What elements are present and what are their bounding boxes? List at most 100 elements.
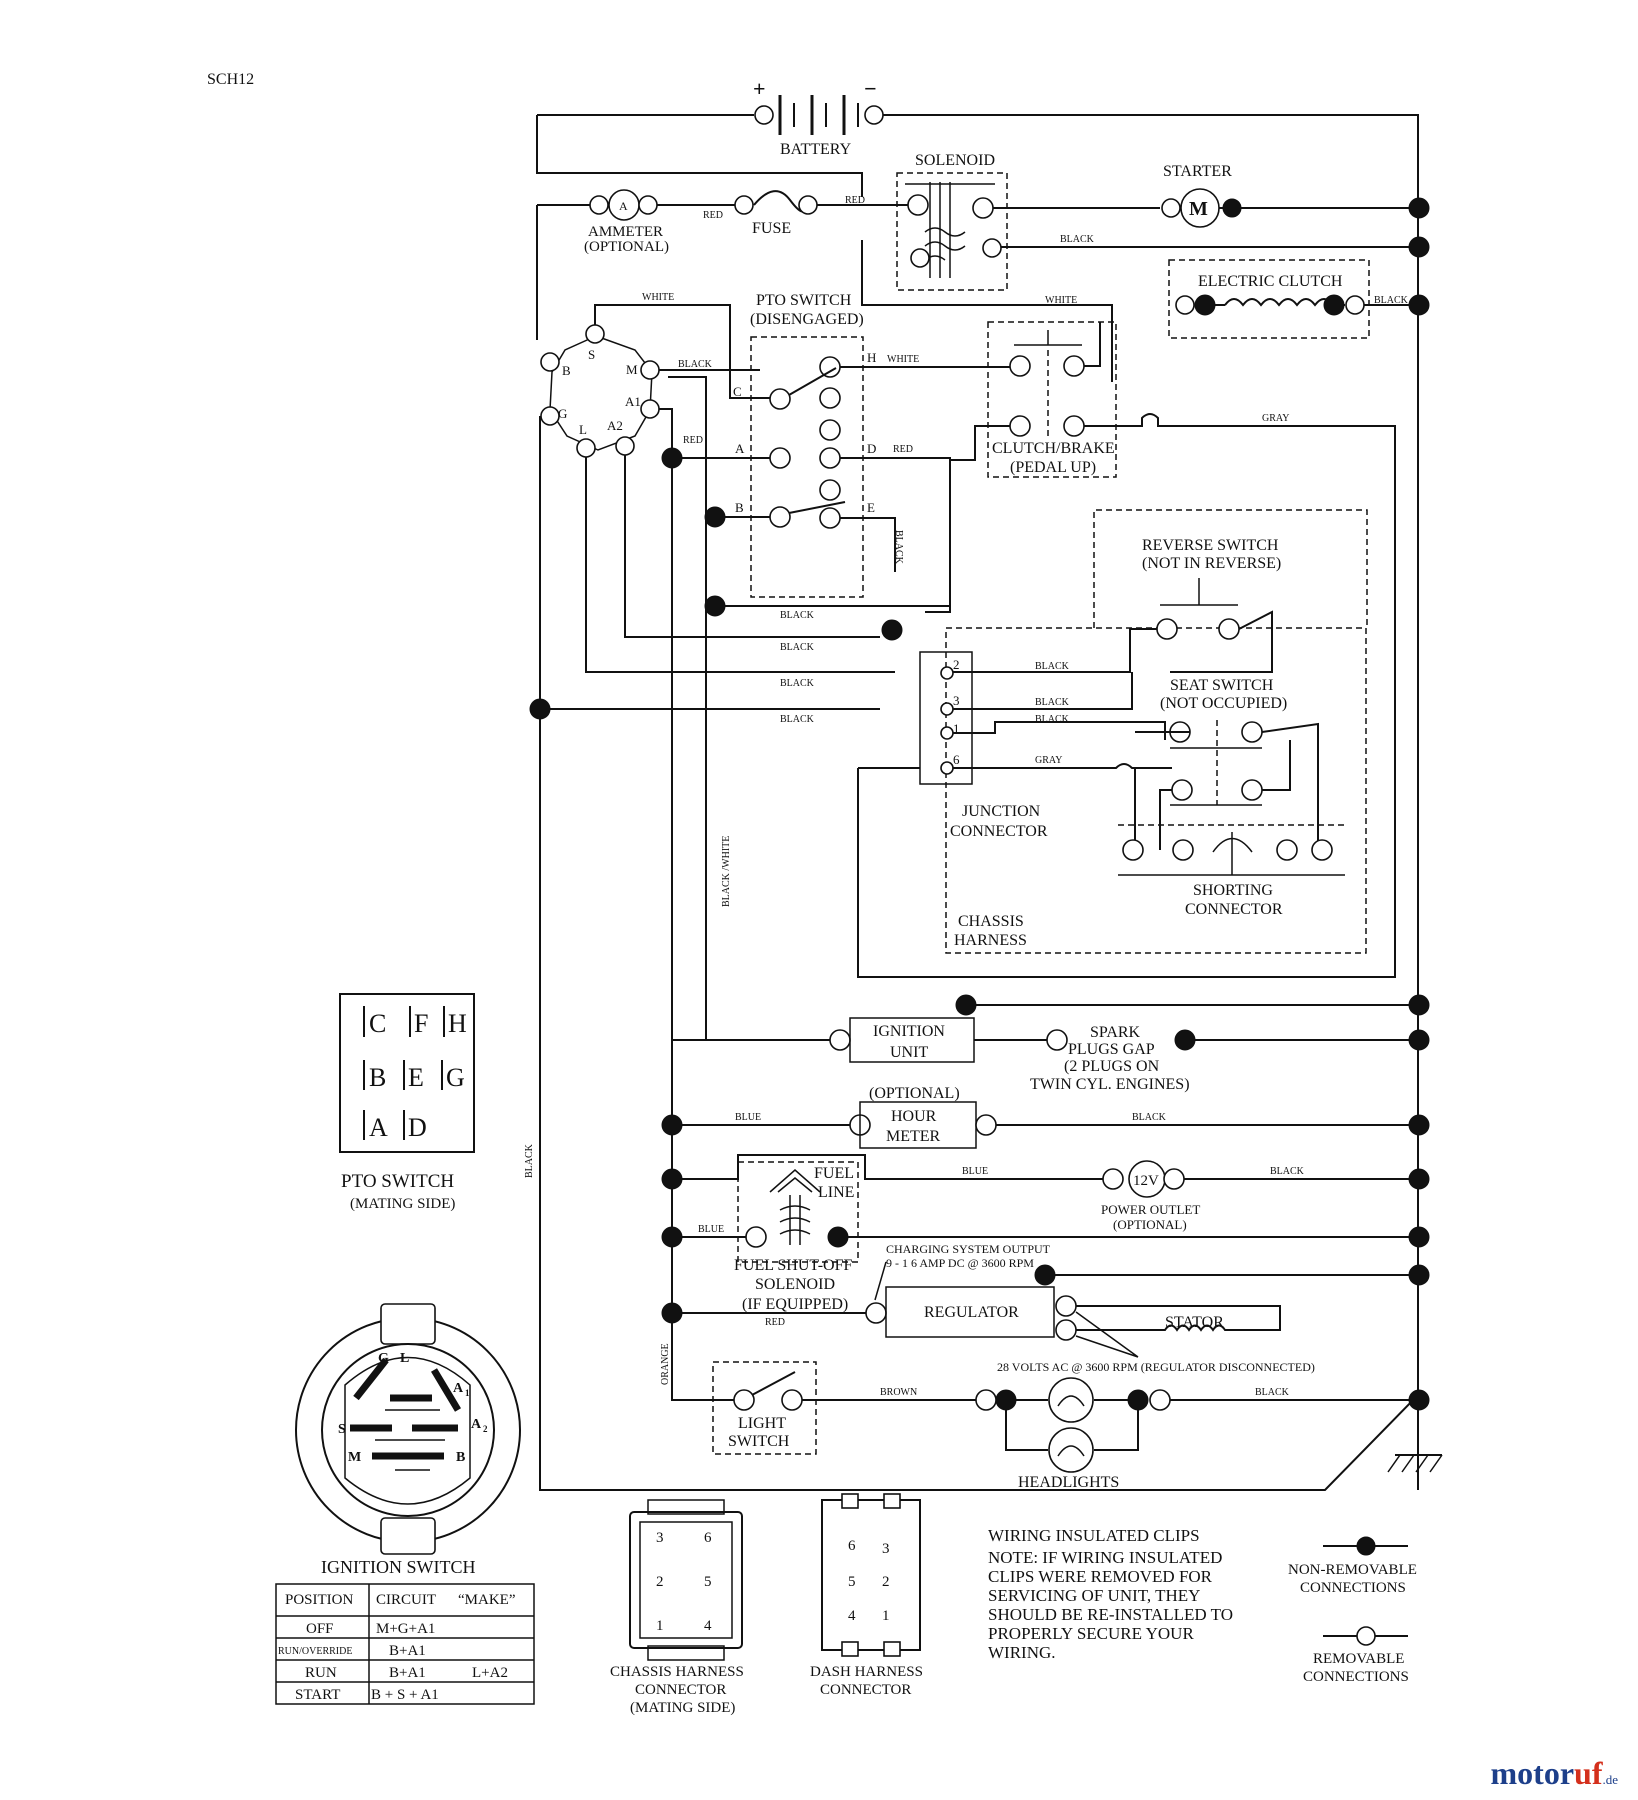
regulator-label: REGULATOR: [924, 1304, 1019, 1321]
pto-switch-label-1: PTO SWITCH: [756, 292, 852, 309]
ammeter-letter: A: [619, 199, 628, 213]
ignition-unit: [849, 1017, 975, 1063]
fuel-line-label-1: FUEL: [814, 1165, 854, 1182]
fuel-solenoid-box: [737, 1161, 859, 1263]
junction-label-2: CONNECTOR: [950, 823, 1048, 840]
notes-line-2: CLIPS WERE REMOVED FOR: [988, 1567, 1213, 1586]
dash-conn-title-1: DASH HARNESS: [810, 1664, 923, 1680]
ign-terminal-b: [540, 352, 560, 372]
wire-black-row3: BLACK: [780, 678, 815, 689]
legend-non-removable: [1323, 1536, 1408, 1556]
ign-face-g: G: [378, 1351, 389, 1366]
wire-black-clutch: BLACK: [1374, 295, 1409, 306]
electric-clutch-box: [1168, 259, 1370, 339]
junction-label-1: JUNCTION: [962, 803, 1041, 820]
pto-term-d: D: [867, 441, 876, 456]
shorting-label-1: SHORTING: [1193, 882, 1273, 899]
wire-white-ign: WHITE: [642, 292, 674, 303]
ignition-switch-title: IGNITION SWITCH: [321, 1557, 475, 1577]
wire-black-solenoid: BLACK: [1060, 234, 1095, 245]
pto-mating-h: H: [448, 1009, 467, 1038]
pto-term-h: H: [867, 350, 876, 365]
legend-removable-2: CONNECTIONS: [1303, 1669, 1409, 1685]
table-header-position: POSITION: [285, 1592, 354, 1608]
wire-brown: BROWN: [880, 1387, 917, 1398]
pto-mating-e: E: [408, 1063, 424, 1092]
wire-black-white: BLACK /WHITE: [721, 836, 732, 907]
ign-label-m: M: [626, 362, 638, 377]
legend-non-removable-1: NON-REMOVABLE: [1288, 1562, 1417, 1578]
dash-harness-connector: [821, 1493, 921, 1657]
ign-face-m: M: [348, 1450, 361, 1465]
ignition-switch-face: [295, 1303, 521, 1555]
legend-non-removable-2: CONNECTIONS: [1300, 1580, 1406, 1596]
wire-black-headlights: BLACK: [1255, 1387, 1290, 1398]
power-outlet-label-2: (OPTIONAL): [1113, 1217, 1187, 1232]
chassis-conn-pin-3: 3: [656, 1530, 664, 1546]
junction-pin-1: 1: [953, 721, 960, 736]
pto-mating-connector: [339, 993, 475, 1153]
fuse-symbol: [734, 195, 754, 215]
ign-label-g: G: [558, 406, 567, 421]
battery-label: BATTERY: [780, 141, 852, 158]
charging-label-2: 9 - 1 6 AMP DC @ 3600 RPM: [886, 1256, 1034, 1270]
clutch-brake-box: [987, 321, 1117, 478]
pto-mating-f: F: [414, 1009, 428, 1038]
table-row-run-circuit: B+A1: [389, 1665, 426, 1681]
wire-red-ign: RED: [683, 435, 703, 446]
chassis-conn-title-2: CONNECTOR: [635, 1682, 726, 1698]
chassis-conn-pin-4: 4: [704, 1618, 712, 1634]
dash-conn-pin-6: 6: [848, 1538, 856, 1554]
ammeter-label: AMMETER: [588, 224, 663, 240]
charging-label-1: CHARGING SYSTEM OUTPUT: [886, 1242, 1051, 1256]
ign-face-a2-sub: 2: [483, 1424, 488, 1434]
reverse-switch-label-2: (NOT IN REVERSE): [1142, 555, 1281, 572]
pto-switch-box: [750, 336, 864, 598]
spark-label-1: SPARK: [1090, 1024, 1141, 1041]
ignition-circuit-table: [275, 1583, 535, 1705]
wire-red-fuse-right: RED: [845, 195, 865, 206]
ign-label-a1: A1: [625, 394, 641, 409]
ammeter-optional: (OPTIONAL): [584, 239, 669, 255]
pto-mating-d: D: [408, 1113, 427, 1142]
dash-conn-pin-2: 2: [882, 1574, 890, 1590]
wire-blue-fuel-sol: BLUE: [698, 1224, 724, 1235]
starter-label: STARTER: [1163, 163, 1232, 180]
legend-removable-1: REMOVABLE: [1313, 1651, 1404, 1667]
hour-meter-label-1: HOUR: [891, 1108, 937, 1125]
chassis-conn-pin-5: 5: [704, 1574, 712, 1590]
wire-blue-outlet: BLUE: [962, 1166, 988, 1177]
wire-gray-clutch: GRAY: [1262, 413, 1289, 424]
pto-mating-title: PTO SWITCH: [341, 1171, 454, 1192]
table-header-make: “MAKE”: [458, 1592, 515, 1608]
starter-symbol: M: [1189, 198, 1208, 220]
ign-face-a1: A: [453, 1381, 464, 1396]
fuel-line-label-2: LINE: [818, 1184, 854, 1201]
page-code: SCH12: [207, 71, 254, 88]
notes-line-3: SERVICING OF UNIT, THEY: [988, 1586, 1200, 1605]
table-row-start-position: START: [295, 1687, 340, 1703]
hour-meter-optional: (OPTIONAL): [869, 1085, 960, 1102]
regulator: [885, 1286, 1055, 1338]
light-switch-label-2: SWITCH: [728, 1433, 790, 1450]
notes-heading: WIRING INSULATED CLIPS: [988, 1526, 1200, 1545]
wire-gray-j6: GRAY: [1035, 755, 1062, 766]
wire-red-pto-d: RED: [893, 444, 913, 455]
volts-ac-label: 28 VOLTS AC @ 3600 RPM (REGULATOR DISCON…: [997, 1360, 1315, 1374]
ign-terminal-l: [576, 438, 596, 458]
ign-face-s: S: [338, 1422, 346, 1437]
pto-mating-a: A: [369, 1113, 388, 1142]
wire-white-clutch: WHITE: [1045, 295, 1077, 306]
table-row-off-position: OFF: [306, 1621, 334, 1637]
ign-terminal-a2: [615, 436, 635, 456]
wire-black-hour: BLACK: [1132, 1112, 1167, 1123]
junction-pin-6: 6: [953, 752, 960, 767]
stator-label: STATOR: [1165, 1314, 1224, 1331]
spark-label-3: (2 PLUGS ON: [1064, 1058, 1160, 1075]
notes-line-4: SHOULD BE RE-INSTALLED TO: [988, 1605, 1233, 1624]
spark-label-2: PLUGS GAP: [1068, 1041, 1155, 1058]
table-row-run-extra: L+A2: [472, 1665, 508, 1681]
ign-terminal-s: [585, 324, 605, 344]
wire-black-row4: BLACK: [780, 714, 815, 725]
ground-bus: [672, 1004, 1418, 1041]
